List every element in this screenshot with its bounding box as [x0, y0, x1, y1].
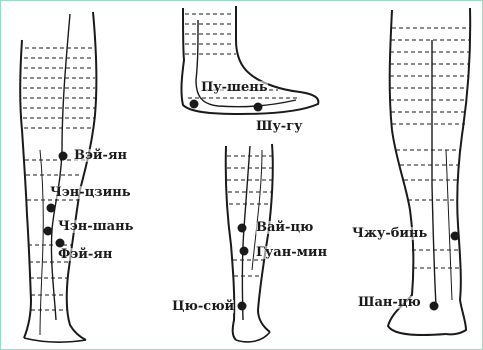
point-label-chzhu-bin: Чжу-бинь [352, 227, 427, 240]
point-dot-vei-yan [59, 152, 68, 161]
point-label-chen-tszin: Чэн-цзинь [50, 186, 131, 199]
point-label-chen-shan: Чэн-шань [58, 220, 133, 233]
point-dot-tsyu-syui [238, 302, 247, 311]
point-dot-chen-tszin [47, 204, 56, 213]
point-dot-chen-shan [44, 227, 53, 236]
point-dot-pu-shen [190, 100, 199, 109]
right-leg-meridian [432, 40, 436, 305]
point-label-pu-shen: Пу-шень [201, 81, 268, 94]
middle-leg-meridian [242, 146, 250, 320]
point-label-shu-gu: Шу-гу [256, 120, 303, 133]
point-label-guan-min: Гуан-мин [256, 246, 327, 259]
left-leg-figure [20, 12, 96, 342]
left-leg-inner-line [40, 150, 43, 335]
right-leg-outline-right [446, 8, 470, 334]
point-label-fei-yan: Фэй-ян [58, 248, 112, 261]
left-leg-outline-right [67, 12, 97, 340]
right-leg-outline-left [388, 10, 446, 335]
middle-leg-outline-right [258, 144, 273, 332]
point-dot-shu-gu [254, 103, 263, 112]
point-label-vei-yan: Вэй-ян [74, 149, 127, 162]
point-dot-chzhu-bin [451, 232, 460, 241]
left-leg-outline-left [20, 40, 31, 338]
right-leg-inner-line [446, 150, 452, 300]
point-label-tsyu-syui: Цю-сюй [172, 300, 234, 313]
right-leg-figure [388, 8, 470, 335]
point-dot-vai-tsyu [238, 224, 247, 233]
point-dot-shan-tsyu [430, 302, 439, 311]
point-label-shan-tsyu: Шан-цю [358, 296, 421, 309]
middle-leg-foot [236, 332, 270, 342]
point-label-vai-tsyu: Вай-цю [256, 221, 313, 234]
acupoint-dots [44, 100, 460, 311]
point-dot-guan-min [240, 247, 249, 256]
left-leg-foot [24, 338, 86, 342]
